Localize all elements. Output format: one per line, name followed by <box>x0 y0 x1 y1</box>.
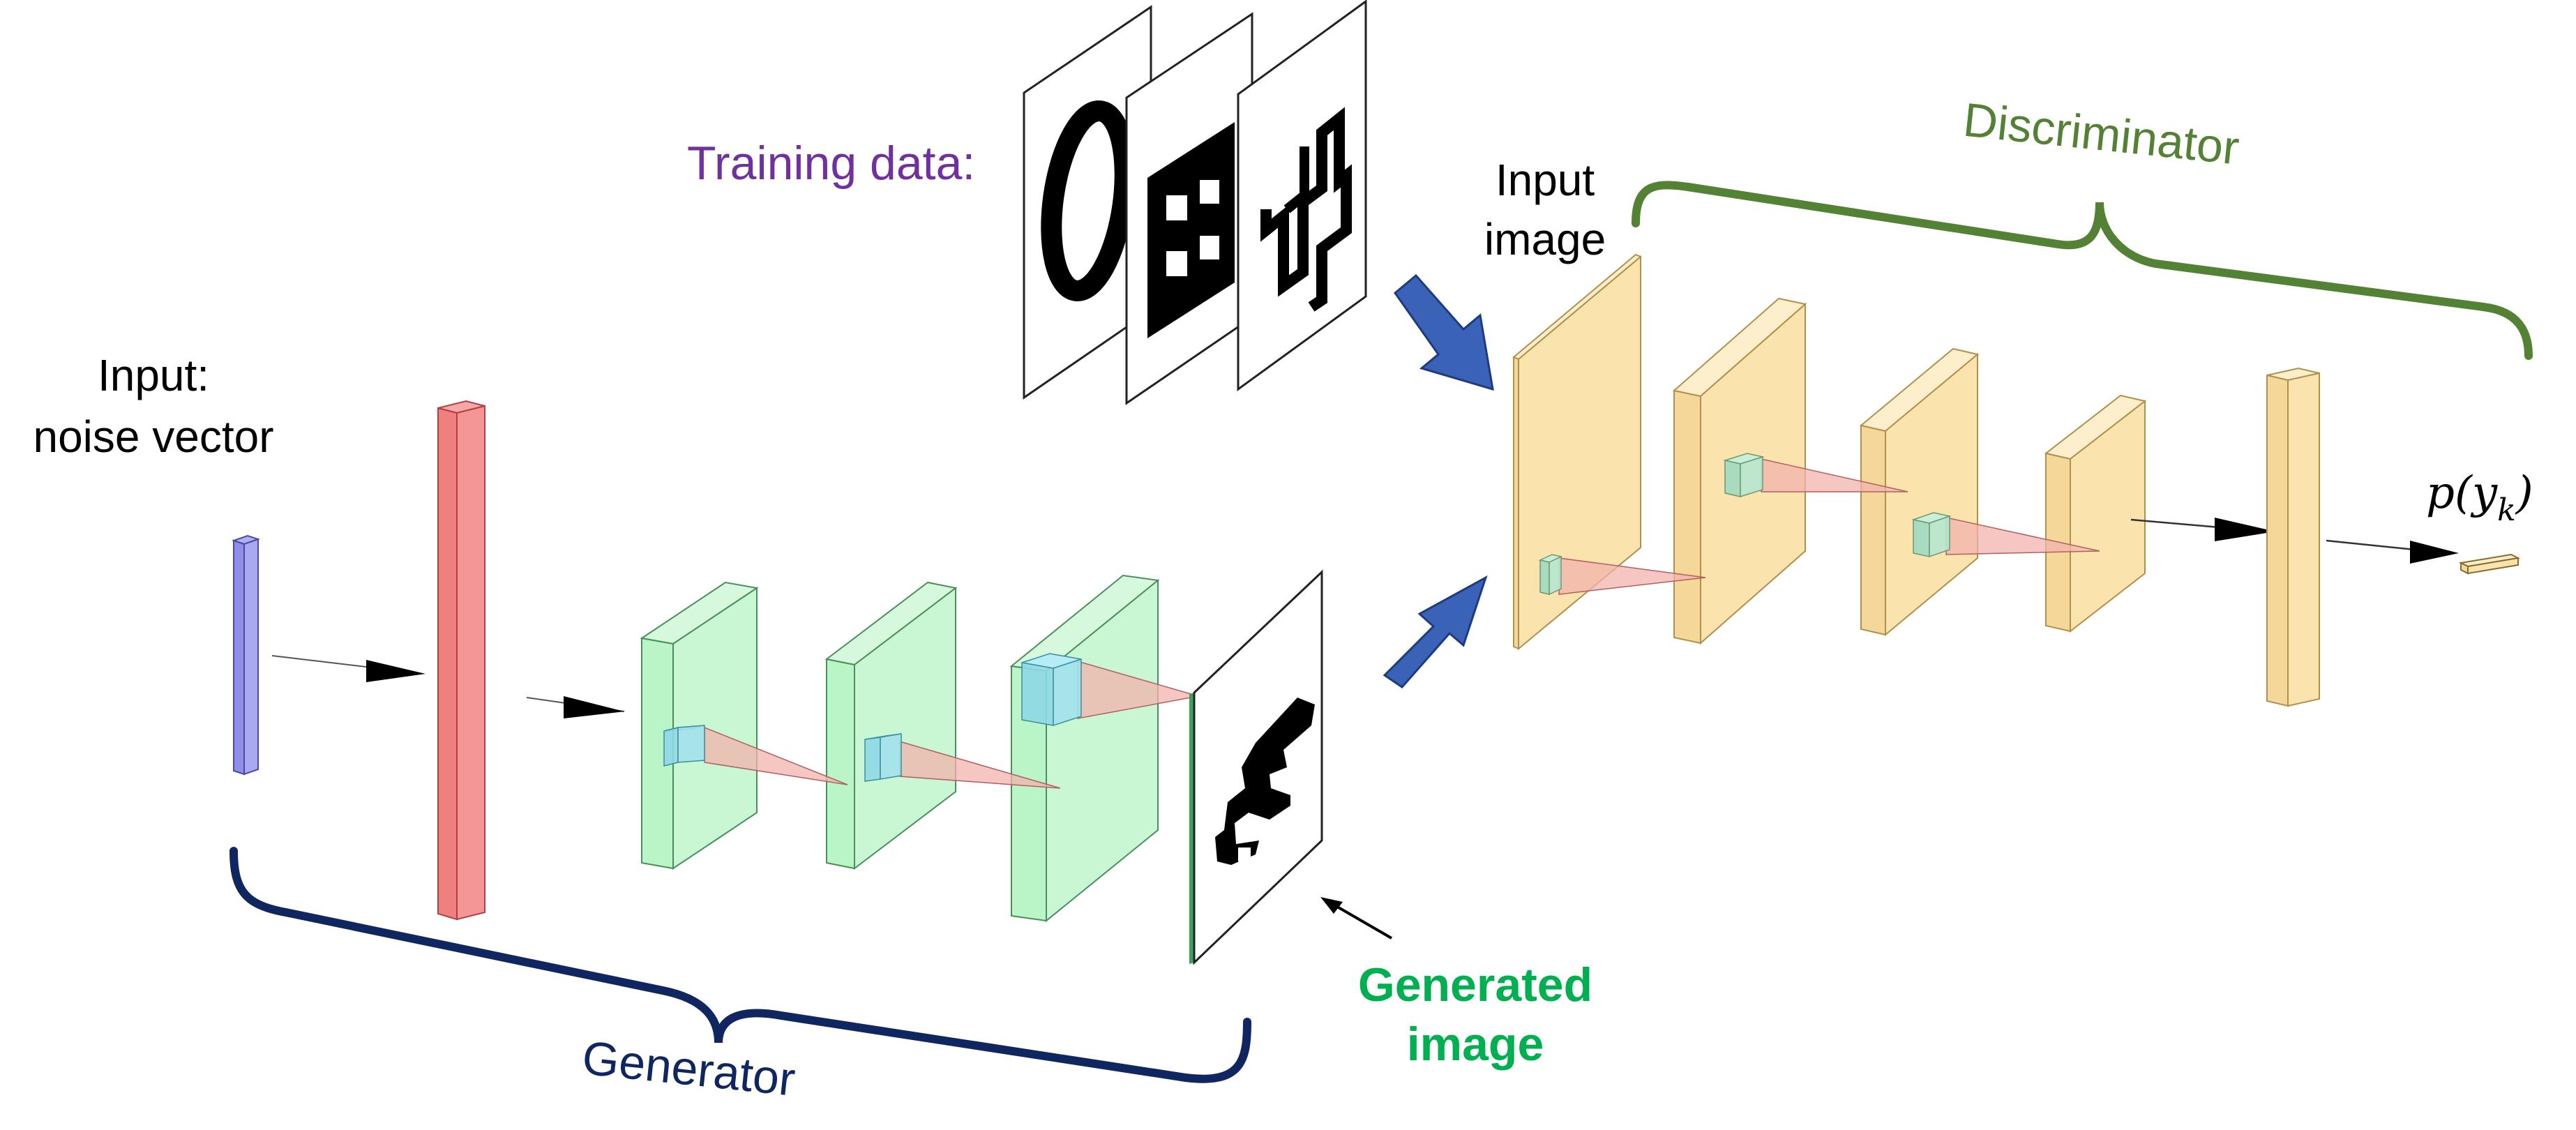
generated-image-panel <box>1189 569 1323 965</box>
noise-input-label-line2: noise vector <box>33 412 273 462</box>
discriminator-brace <box>1632 181 2533 360</box>
discriminator-dense-bar <box>2266 367 2320 707</box>
generator-kernel-cube-3 <box>1021 653 1082 727</box>
arrow-head <box>1320 897 1343 914</box>
generator-brace <box>229 847 1251 1083</box>
discriminator-conv-block-2 <box>1859 347 1980 637</box>
input-image-label-line2: image <box>1484 214 1606 264</box>
arrow-head <box>564 696 624 718</box>
arrow-head <box>366 660 425 682</box>
generator-conv-block-1 <box>640 581 759 870</box>
output-probability-cell <box>2458 553 2521 575</box>
dense-layer-bar <box>437 400 485 921</box>
arrow-head <box>2410 541 2459 564</box>
generator-conv-block-2 <box>824 581 958 871</box>
discriminator-input-layer <box>1512 253 1642 651</box>
generator-label: Generator <box>580 1031 797 1106</box>
generated-image-label-line2: image <box>1407 1018 1544 1071</box>
noise-vector-bar <box>231 534 261 776</box>
training-sample-blocks <box>1125 12 1253 405</box>
training-data-stack <box>1023 0 1367 405</box>
training-data-label: Training data: <box>687 137 975 190</box>
generated-image-label-line1: Generated <box>1358 958 1592 1011</box>
discriminator-kernel-cube-2 <box>1723 453 1765 498</box>
discriminator-kernel-cube-1 <box>1538 554 1563 596</box>
generator-kernel-cube-2 <box>864 733 902 782</box>
discriminator-conv-block-3 <box>2044 394 2147 633</box>
training-to-discriminator-arrow <box>1393 273 1494 391</box>
generator-conv-block-3 <box>1009 574 1160 923</box>
generator-kernel-cube-1 <box>663 725 705 767</box>
input-image-label-line1: Input <box>1496 155 1595 205</box>
discriminator-label: Discriminator <box>1961 93 2241 175</box>
noise-input-label-line1: Input: <box>98 350 209 400</box>
training-sample-maze <box>1237 0 1367 391</box>
discriminator-kernel-cube-3 <box>1911 512 1952 558</box>
output-probability-label: p(yk) <box>2426 467 2533 528</box>
generated-to-discriminator-arrow <box>1383 575 1488 688</box>
arrow-head <box>2215 518 2275 541</box>
